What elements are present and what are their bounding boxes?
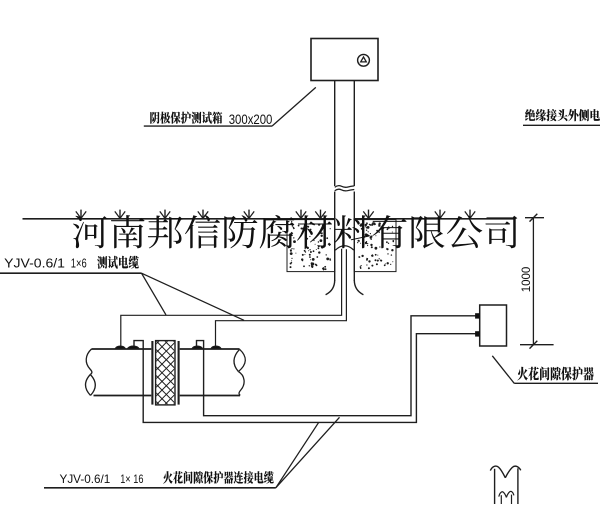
svg-text:300x200: 300x200	[229, 111, 273, 127]
svg-text:1000: 1000	[521, 267, 533, 293]
svg-text:YJV-0.6/1: YJV-0.6/1	[4, 257, 65, 271]
svg-text:1×6: 1×6	[71, 257, 87, 271]
svg-text:1× 16: 1× 16	[120, 473, 143, 486]
svg-text:YJV-0.6/1: YJV-0.6/1	[60, 473, 111, 486]
